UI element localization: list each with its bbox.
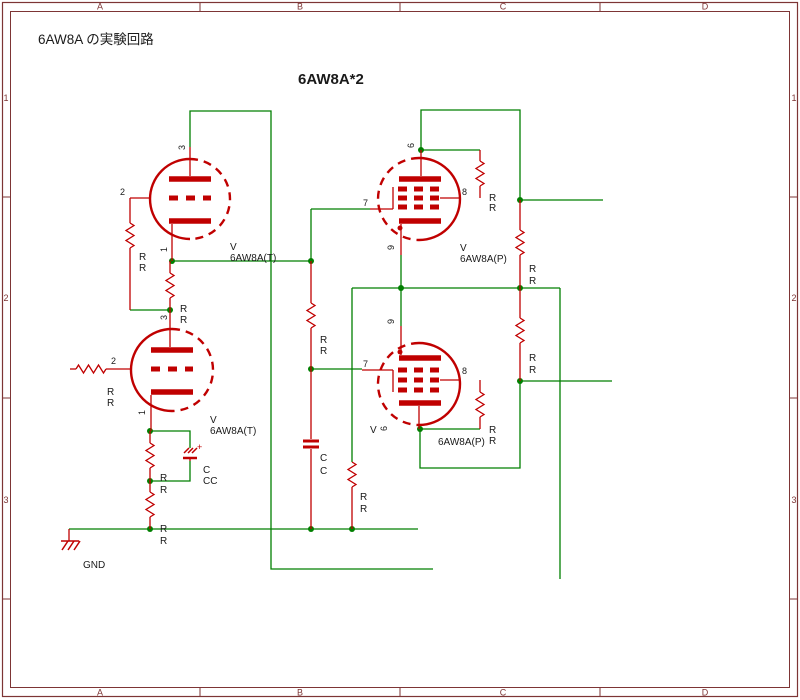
frame-row-2-right: 2 [791,293,796,303]
resistor-ref: R [489,425,496,436]
frame-col-d-top: D [702,2,709,12]
resistor-ref: R [360,492,367,503]
frame-row-3-right: 3 [791,495,796,505]
pin-number: 7 [363,198,368,208]
resistor-value: R [160,485,167,496]
resistor-srpp-triode: R R [164,261,187,326]
tube-ref: V [230,242,237,253]
resistor-ref: R [529,353,536,364]
resistor-value: R [320,346,327,357]
resistor-value: R [180,315,187,326]
capacitor-value: C [320,466,327,477]
tube-value: 6AW8A(P) [460,254,507,265]
pin-number: 9 [386,319,396,324]
capacitor-electrolytic: + C CC [183,442,217,487]
tube-ref: V [370,425,377,436]
polarity-plus-sign: + [197,442,202,452]
resistor-ref: R [489,193,496,204]
pin-number: 1 [137,410,147,415]
pin-number: 8 [462,366,467,376]
frame-col-a-top: A [97,2,103,12]
resistor-cathode-2: R R [144,481,167,547]
resistor-cathode-1: R R [144,431,167,496]
frame-col-d-bottom: D [702,688,709,698]
pin-number: 6 [406,143,416,148]
pin-number: 7 [363,359,368,369]
resistor-ref: R [107,387,114,398]
resistor-ref: R [160,524,167,535]
resistor-value: R [489,436,496,447]
resistor-value: R [489,203,496,214]
capacitor-ref: C [320,453,327,464]
resistor-ref: R [160,473,167,484]
tube-pentode-lower: 9 7 8 6 V 6AW8A(P) [362,319,485,448]
wires [69,109,612,579]
frame-col-c-top: C [500,2,507,12]
frame-col-c-bottom: C [500,688,507,698]
tube-value: 6AW8A(P) [438,437,485,448]
pin-number: 3 [159,315,169,320]
capacitor-value: CC [203,476,217,487]
resistor-divider-upper: R R [514,200,536,288]
tube-value: 6AW8A(T) [230,253,276,264]
pin-number: 1 [159,247,169,252]
frame-row-3-left: 3 [3,495,8,505]
frame-col-b-top: B [297,2,303,12]
frame-row-2-left: 2 [3,293,8,303]
tube-value: 6AW8A(T) [210,426,256,437]
resistor-grid-filter: R R [305,261,327,369]
resistor-value: R [529,365,536,376]
tube-ref: V [460,243,467,254]
resistor-ref: R [529,264,536,275]
frame-row-1-left: 1 [3,93,8,103]
resistor-ref: R [180,304,187,315]
resistor-divider-lower: R R [514,288,536,381]
pin-number: 6 [379,426,389,431]
pin-number: 8 [462,187,467,197]
resistor-grid-upper-triode: R R [124,198,146,310]
resistor-value: R [139,263,146,274]
resistor-value: R [529,276,536,287]
resistor-input: R R [70,363,114,409]
resistor-ref: R [139,252,146,263]
resistor-ref: R [320,335,327,346]
sheet-title: 6AW8A の実験回路 [38,32,154,47]
resistor-screen-lower: R R [474,380,496,447]
resistor-common-cathode: R R [346,461,367,529]
capacitor-film: C C [303,369,327,529]
pin-number: 3 [177,145,187,150]
pin-number: 2 [111,356,116,366]
resistor-screen-upper: R R [474,150,496,214]
tube-triode-lower: 3 2 1 V 6AW8A(T) [106,310,256,437]
ground-label: GND [83,560,105,571]
frame-col-b-bottom: B [297,688,303,698]
frame-col-a-bottom: A [97,688,103,698]
frame-row-1-right: 1 [791,93,796,103]
ground-symbol: GND [61,529,105,571]
pin-number: 2 [120,187,125,197]
tube-ref: V [210,415,217,426]
resistor-value: R [107,398,114,409]
circuit-subtitle: 6AW8A*2 [298,71,364,88]
capacitor-ref: C [203,465,210,476]
tube-triode-upper: 3 2 1 V 6AW8A(T) [120,145,276,264]
tube-pentode-upper: 6 7 8 9 V 6AW8A(P) [363,143,507,265]
resistor-value: R [160,536,167,547]
pin-number: 9 [386,245,396,250]
resistor-value: R [360,504,367,515]
